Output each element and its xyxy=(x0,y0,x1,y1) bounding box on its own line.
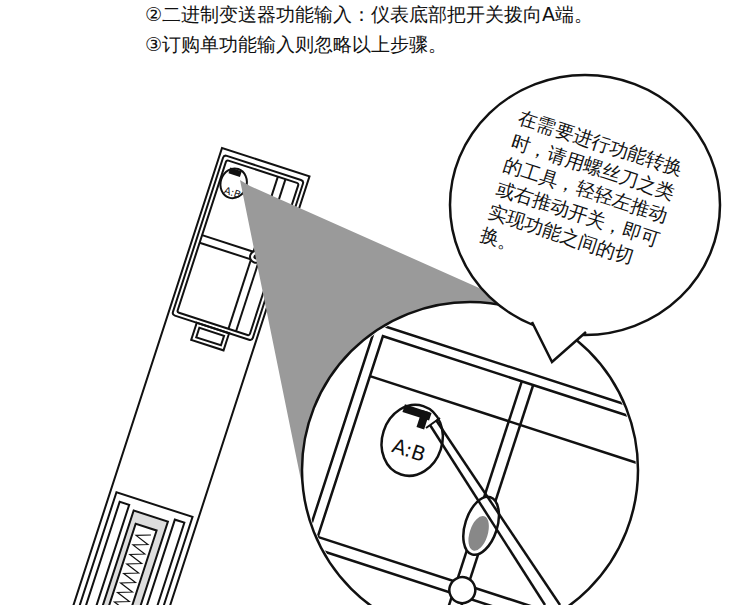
magnified-switch xyxy=(222,324,750,605)
instruction-text: ③订购单功能输入则忽略以上步骤。 xyxy=(145,32,447,58)
instruction-text: ②二进制变送器功能输入：仪表底部把开关拨向A端。 xyxy=(145,2,593,28)
speech-bubble xyxy=(450,75,720,362)
